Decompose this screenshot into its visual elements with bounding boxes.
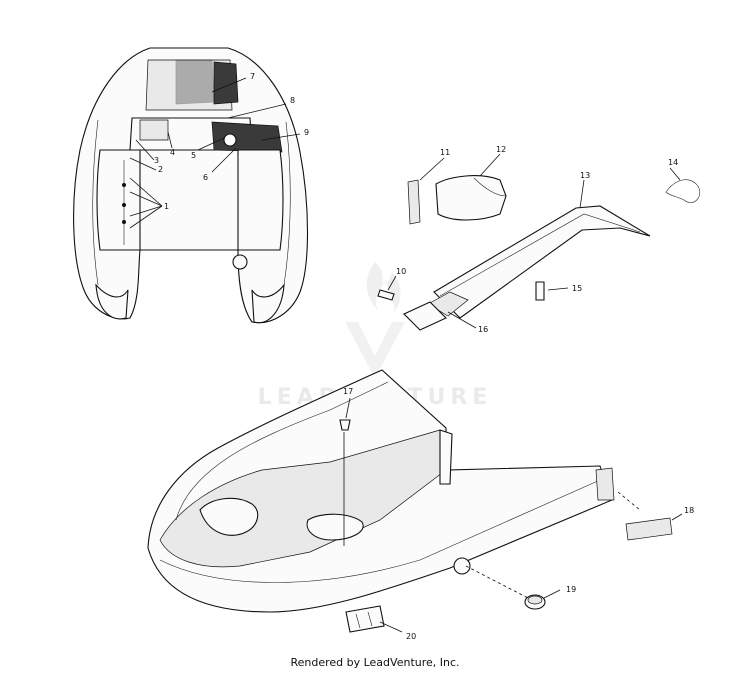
callout-3: 3 (154, 156, 159, 165)
part-17-shape (339, 419, 351, 431)
watermark-flame-icon (366, 262, 401, 312)
callout-11: 11 (440, 148, 450, 157)
leader-lines (129, 77, 683, 633)
watermark-v-icon (345, 322, 405, 378)
callout-15: 15 (572, 284, 582, 293)
callout-4: 4 (170, 148, 175, 157)
part-18-shape (625, 517, 673, 541)
callout-16: 16 (478, 325, 488, 334)
callout-numbers: 1 2 3 4 5 6 7 8 9 10 11 12 13 14 15 16 1… (154, 72, 694, 641)
callout-17: 17 (343, 387, 353, 396)
hood-top-view (73, 47, 309, 324)
callout-20: 20 (406, 632, 416, 641)
rendered-by-caption: Rendered by LeadVenture, Inc. (290, 656, 460, 669)
callout-18: 18 (684, 506, 694, 515)
callout-13: 13 (580, 171, 590, 180)
hood-side-view (147, 369, 673, 633)
callout-6: 6 (203, 173, 208, 182)
callout-5: 5 (191, 151, 196, 160)
part-11-shape (407, 179, 421, 225)
callout-12: 12 (496, 145, 506, 154)
callout-8: 8 (290, 96, 295, 105)
callout-19: 19 (566, 585, 576, 594)
callout-10: 10 (396, 267, 406, 276)
callout-14: 14 (668, 158, 678, 167)
part-10-shape (377, 289, 395, 301)
part-12-shape (435, 175, 507, 221)
part-20-shape (345, 605, 385, 633)
callout-7: 7 (250, 72, 255, 81)
hood-parts-cluster (377, 175, 701, 331)
part-15-shape (535, 281, 545, 301)
part-14-shape (665, 179, 701, 203)
callout-1: 1 (164, 202, 169, 211)
callout-2: 2 (158, 165, 163, 174)
callout-9: 9 (304, 128, 309, 137)
